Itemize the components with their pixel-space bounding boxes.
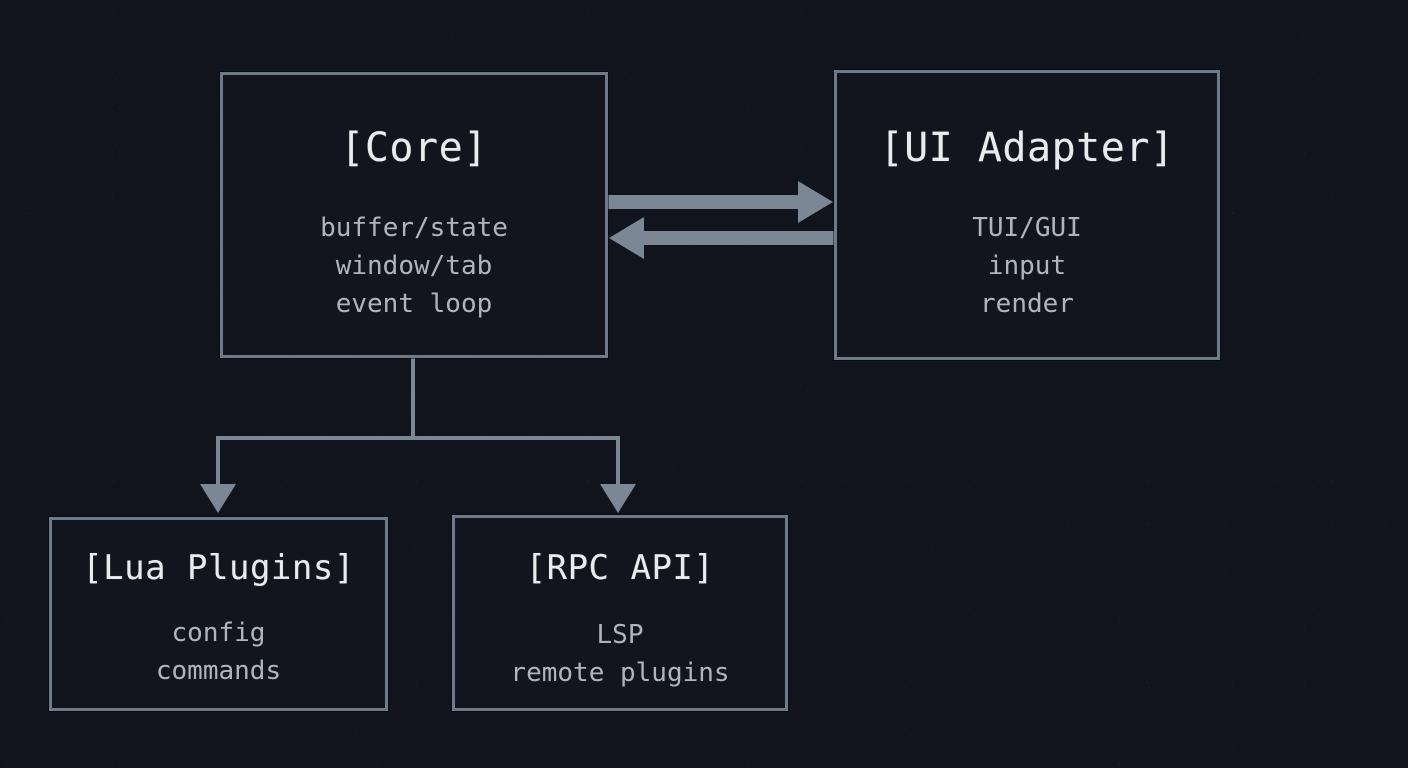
node-core-line-3: event loop <box>335 289 493 319</box>
connector-ui-adapter-to-core <box>609 217 834 259</box>
connector-core-tree-trunk <box>216 358 620 440</box>
connector-core-to-ui-adapter <box>608 181 833 223</box>
node-ui-adapter-line-2: input <box>987 251 1067 281</box>
connector-core-to-lua-plugins <box>200 436 236 513</box>
node-lua-plugins[interactable]: [Lua Plugins] config commands <box>49 517 388 711</box>
node-ui-adapter-title: [UI Adapter] <box>879 125 1175 171</box>
node-ui-adapter-line-1: TUI/GUI <box>972 213 1082 243</box>
node-core-lines: buffer/state window/tab event loop <box>320 209 508 323</box>
node-lua-plugins-title: [Lua Plugins] <box>82 548 355 588</box>
node-rpc-api-line-1: LSP <box>596 620 644 650</box>
node-rpc-api-line-2: remote plugins <box>510 658 730 688</box>
node-rpc-api-title: [RPC API] <box>525 548 715 588</box>
node-ui-adapter[interactable]: [UI Adapter] TUI/GUI input render <box>834 70 1220 360</box>
node-lua-plugins-line-2: commands <box>155 656 282 686</box>
node-rpc-api-lines: LSP remote plugins <box>510 616 729 692</box>
node-core-line-1: buffer/state <box>320 213 508 243</box>
node-core-line-2: window/tab <box>335 251 493 281</box>
node-lua-plugins-lines: config commands <box>156 614 281 690</box>
connector-core-to-rpc-api <box>600 436 636 513</box>
node-ui-adapter-line-3: render <box>980 289 1074 319</box>
node-core[interactable]: [Core] buffer/state window/tab event loo… <box>220 72 608 358</box>
node-ui-adapter-lines: TUI/GUI input render <box>972 209 1082 323</box>
node-core-title: [Core] <box>340 125 488 171</box>
node-lua-plugins-line-1: config <box>171 618 266 648</box>
node-rpc-api[interactable]: [RPC API] LSP remote plugins <box>452 515 788 711</box>
